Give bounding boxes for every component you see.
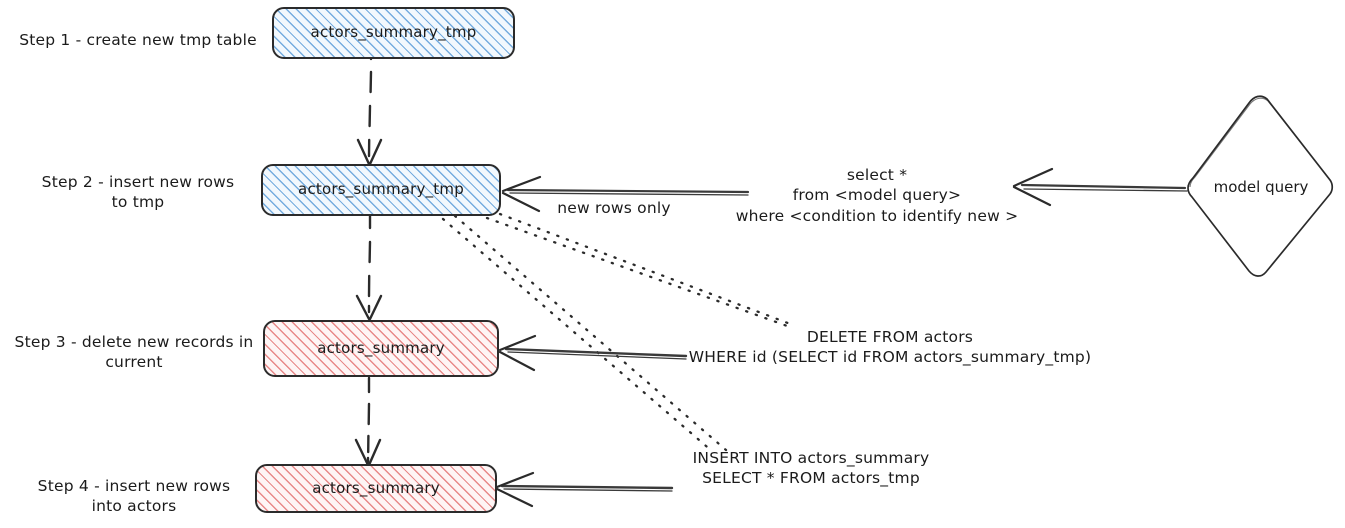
node-step-1-actors-summary-tmp[interactable]: actors_summary_tmp: [272, 7, 515, 59]
annotation-insert-sql: INSERT INTO actors_summary SELECT * FROM…: [692, 449, 930, 488]
node-model-query[interactable]: model query: [1188, 94, 1334, 280]
node-step-4-label: actors_summary: [312, 478, 440, 497]
step-2-label: Step 2 - insert new rows to tmp: [41, 173, 235, 212]
step-4-label: Step 4 - insert new rows into actors: [37, 477, 231, 516]
arrow-step1-to-step2: [356, 56, 383, 166]
arrow-delete-sql-to-step3: [498, 334, 688, 372]
node-step-3-label: actors_summary: [317, 338, 445, 357]
arrow-step2-to-step3: [355, 214, 383, 321]
node-step-2-label: actors_summary_tmp: [298, 180, 464, 199]
annotation-new-rows-only: new rows only: [557, 199, 671, 217]
arrow-step3-to-step4: [354, 376, 382, 467]
node-step-1-label: actors_summary_tmp: [310, 23, 477, 42]
model-query-label: model query: [1213, 178, 1309, 196]
step-3-label: Step 3 - delete new records in current: [14, 333, 254, 372]
leader-step2-to-delete-sql: [485, 212, 795, 329]
arrow-insert-sql-to-step4: [495, 471, 674, 508]
node-step-2-actors-summary-tmp[interactable]: actors_summary_tmp: [261, 164, 501, 216]
node-step-3-actors-summary[interactable]: actors_summary: [263, 320, 499, 377]
step-1-label: Step 1 - create new tmp table: [19, 31, 257, 49]
annotation-delete-sql: DELETE FROM actors WHERE id (SELECT id F…: [688, 328, 1092, 367]
annotation-model-query-sql: select * from <model query> where <condi…: [735, 166, 1019, 225]
node-step-4-actors-summary[interactable]: actors_summary: [255, 464, 497, 513]
